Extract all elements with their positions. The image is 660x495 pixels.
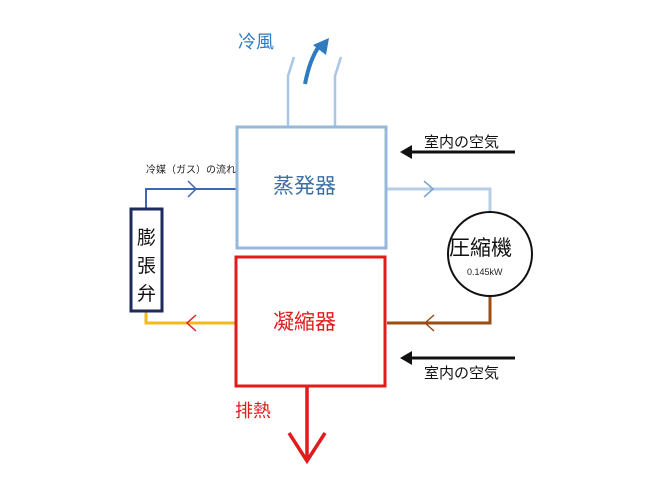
compressor-power: 0.145kW [467, 267, 503, 277]
expansion-valve-label: 膨 張 弁 [131, 209, 162, 311]
expansion-valve-char: 張 [136, 255, 156, 277]
expansion-valve-box [129, 207, 164, 313]
pipe-condenser-to-valve [144, 311, 236, 325]
flow-direction-chevron-icon [423, 180, 435, 198]
flow-direction-chevron-icon [187, 180, 198, 198]
cold-air-label: 冷風 [238, 32, 274, 53]
pipe-compressor-to-condenser [387, 296, 492, 325]
indoor-air-label-bottom: 室内の空気 [424, 364, 500, 382]
indoor-air-arrow-head [400, 145, 412, 159]
flow-direction-chevron-icon [423, 314, 435, 332]
cold-air-duct-left [286, 56, 296, 127]
cold-air-arrow-icon [303, 43, 322, 85]
condenser-box [234, 255, 387, 388]
pipe-evaporator-to-compressor [387, 187, 492, 212]
exhaust-label: 排熱 [235, 401, 271, 422]
refrigerant-flow-label: 冷媒（ガス）の流れ [146, 165, 236, 176]
pipe-valve-to-evaporator [145, 188, 237, 209]
flow-direction-chevron-icon [185, 314, 197, 332]
indoor-air-arrow-head [400, 351, 412, 365]
compressor-circle [447, 211, 533, 297]
expansion-valve-char: 膨 [136, 227, 156, 249]
expansion-valve-char: 弁 [136, 283, 156, 305]
compressor-label: 圧縮機 [449, 236, 512, 260]
evaporator-box [235, 125, 388, 250]
indoor-air-label-top: 室内の空気 [424, 133, 500, 151]
evaporator-label: 蒸発器 [273, 174, 336, 198]
cold-air-arrow-head [313, 38, 329, 55]
condenser-label: 凝縮器 [273, 310, 336, 334]
exhaust-arrow-head [287, 432, 327, 465]
cold-air-duct-right [333, 56, 343, 127]
